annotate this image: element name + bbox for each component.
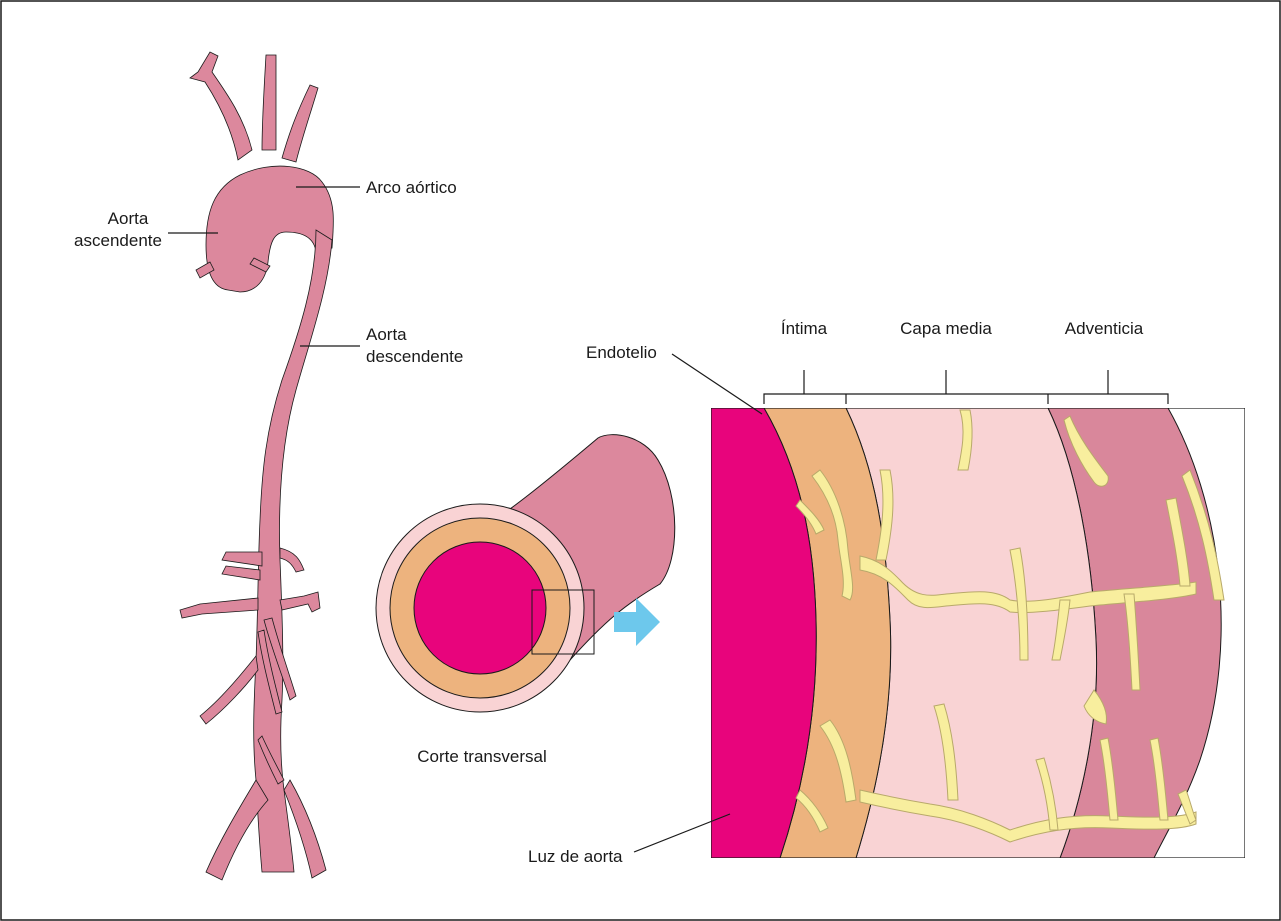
brachiocephalic-branch bbox=[190, 52, 252, 160]
branch-renal-left bbox=[180, 598, 258, 618]
magnified-wall bbox=[711, 408, 1245, 858]
branch-cross-left bbox=[222, 566, 260, 580]
branch-upper-left bbox=[222, 552, 262, 566]
adventicia-label: Adventicia bbox=[1065, 319, 1144, 338]
endotelio-leader bbox=[672, 354, 762, 414]
branch-upper-right bbox=[280, 548, 304, 572]
vessel-cross-section bbox=[376, 435, 675, 712]
arco-aortico-label: Arco aórtico bbox=[366, 178, 457, 197]
capa-media-label: Capa media bbox=[900, 319, 992, 338]
lumen-circle bbox=[414, 542, 546, 674]
aorta-ascendente-label-line2: ascendente bbox=[74, 231, 162, 250]
aorta-illustration bbox=[180, 52, 333, 880]
left-carotid-branch bbox=[262, 55, 276, 150]
descending-aorta bbox=[254, 230, 332, 872]
aorta-descendente-label-line1: Aorta bbox=[366, 325, 407, 344]
corte-transversal-label: Corte transversal bbox=[417, 747, 546, 766]
branch-renal-right bbox=[280, 592, 320, 612]
layer-brackets bbox=[764, 370, 1168, 404]
luz-de-aorta-label: Luz de aorta bbox=[528, 847, 623, 866]
branch-mid-left bbox=[200, 656, 258, 724]
intima-label: Íntima bbox=[781, 319, 828, 338]
aorta-ascendente-label-line1: Aorta bbox=[108, 209, 149, 228]
aorta-descendente-label-line2: descendente bbox=[366, 347, 463, 366]
endotelio-label: Endotelio bbox=[586, 343, 657, 362]
left-subclavian-branch bbox=[282, 85, 318, 162]
